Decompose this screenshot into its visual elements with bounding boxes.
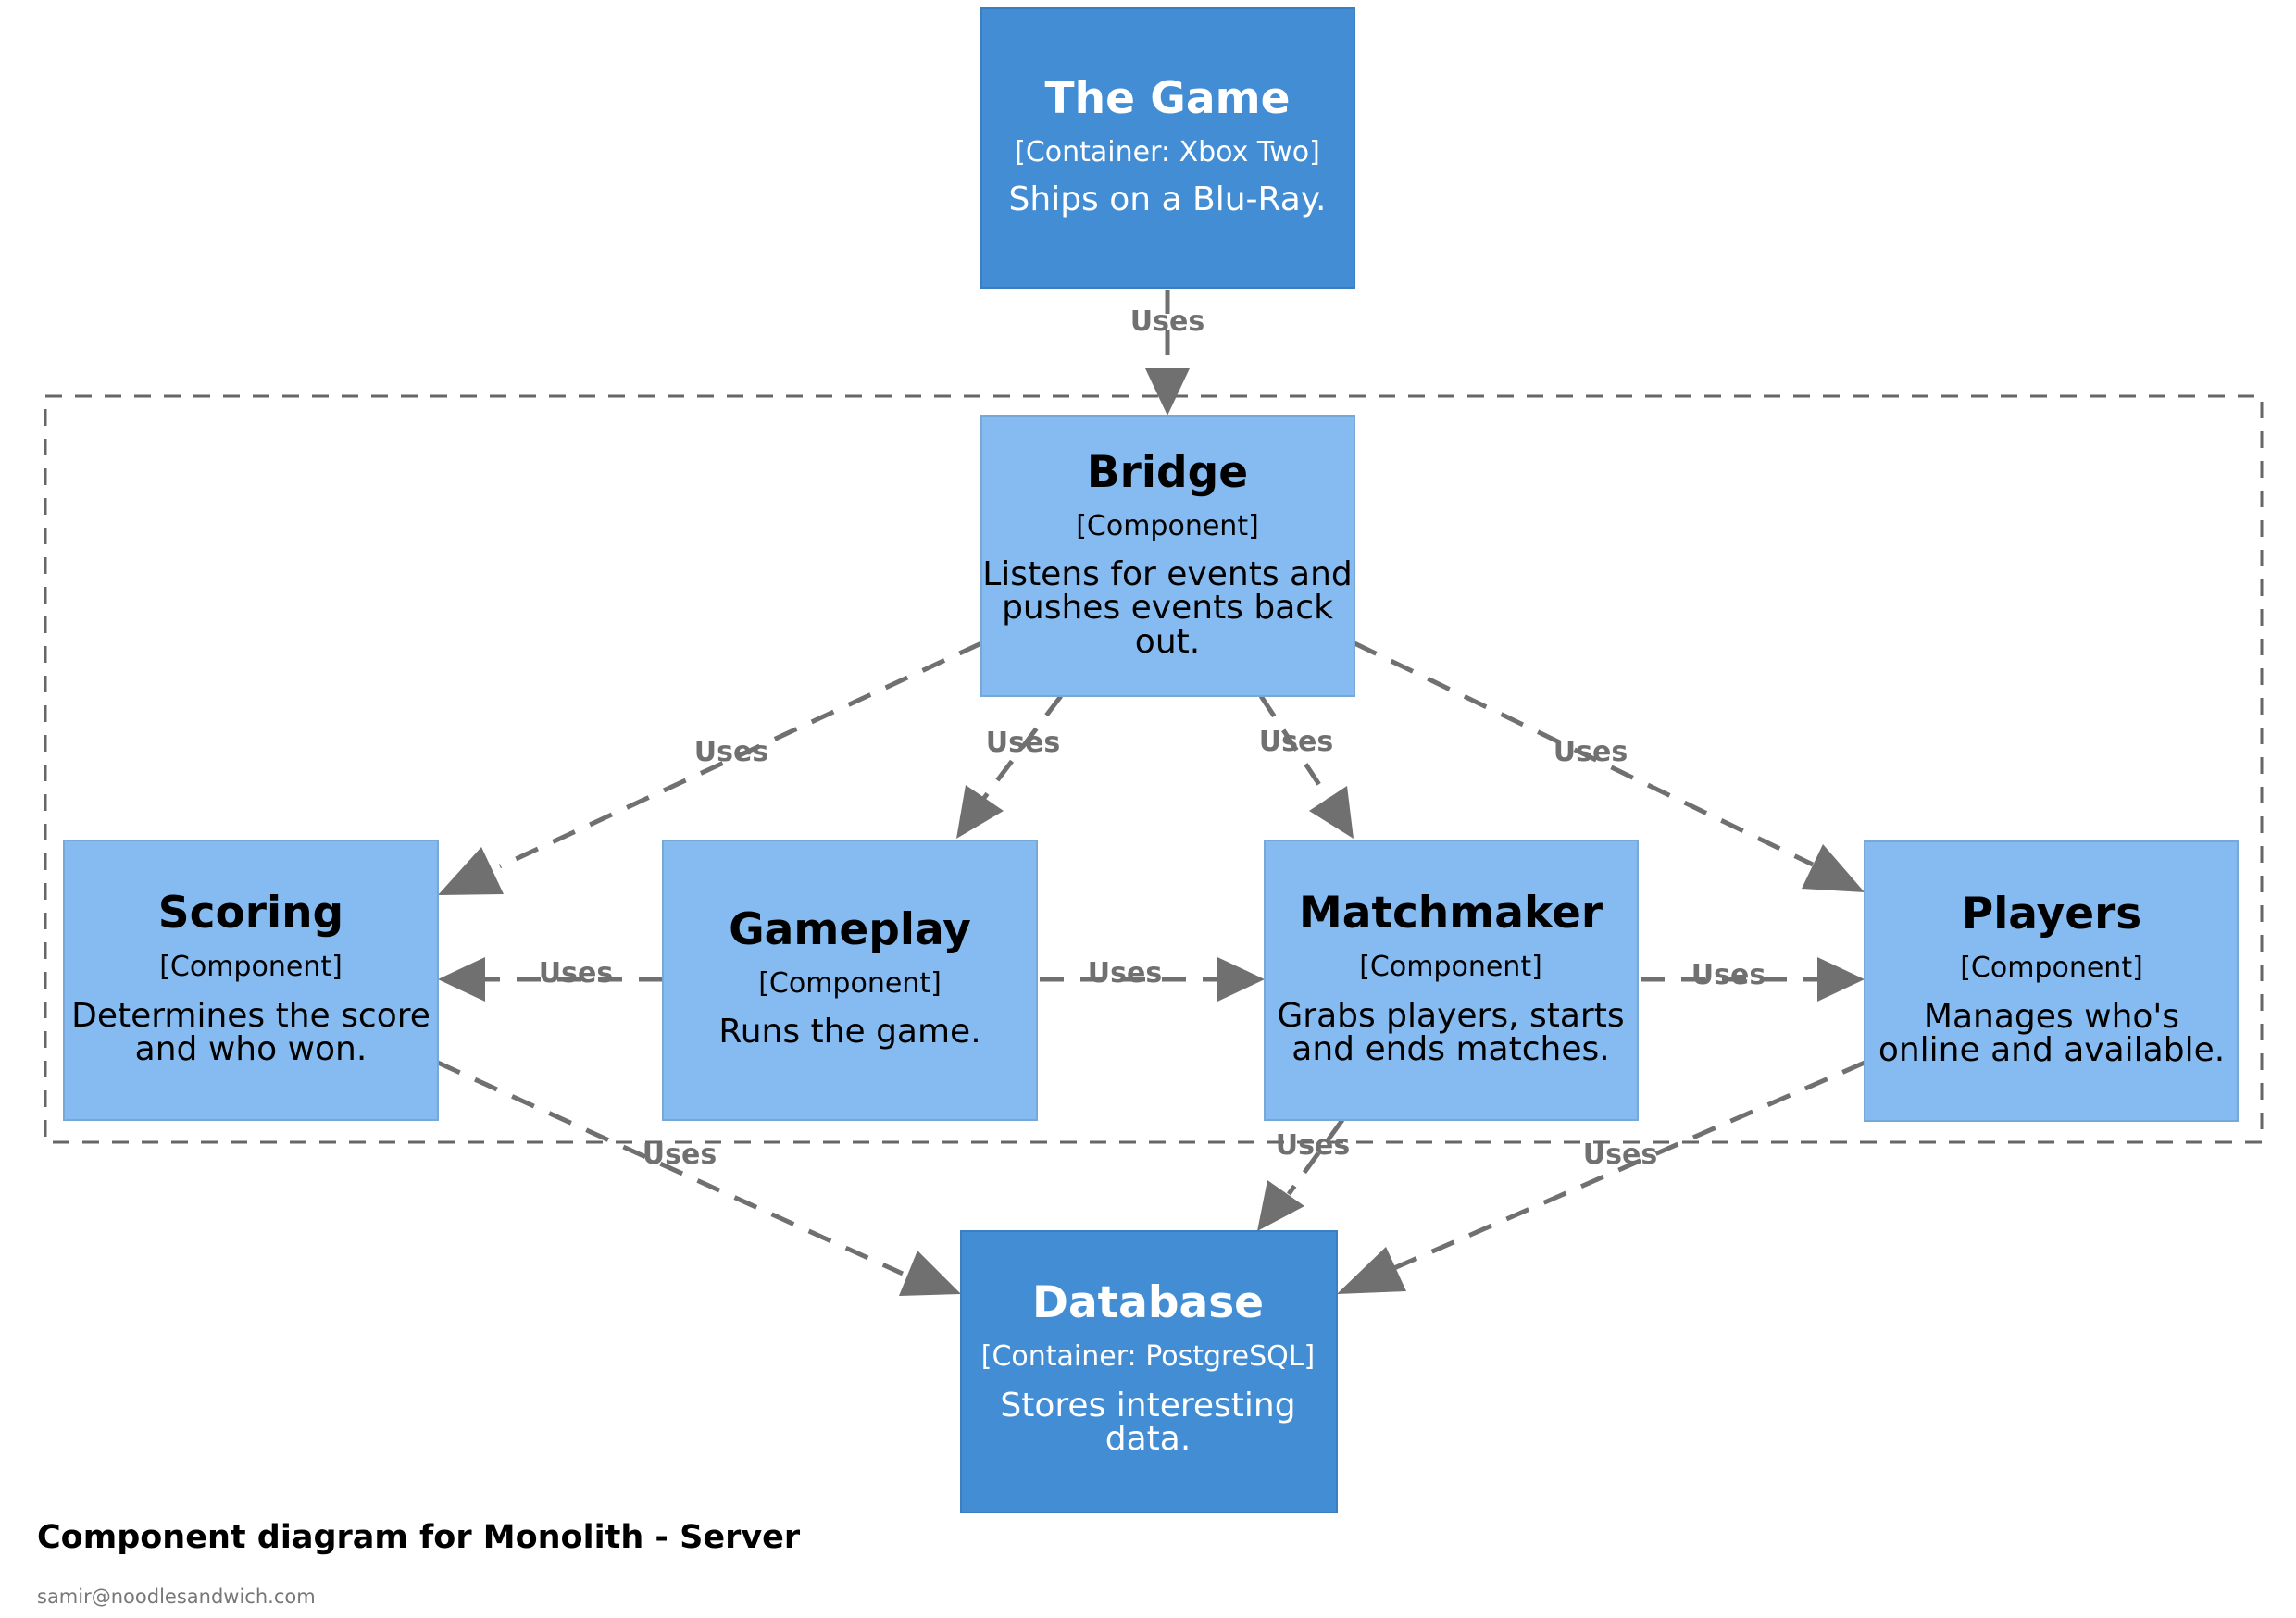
- node-the-game[interactable]: The Game [Container: Xbox Two] Ships on …: [980, 7, 1355, 289]
- edge-matchmaker-to-players: Uses: [1641, 957, 1865, 1002]
- edge-label: Uses: [1088, 957, 1162, 989]
- system-boundary: [44, 394, 2264, 1144]
- node-box: [960, 1230, 1338, 1513]
- node-box: [662, 840, 1038, 1121]
- arrowhead: [1802, 844, 1865, 892]
- node-description: Grabs players, starts: [1277, 997, 1624, 1035]
- arrowhead: [1145, 368, 1190, 416]
- edge-gameplay-to-matchmaker: Uses: [1040, 957, 1265, 1002]
- node-technology: [Component]: [1960, 952, 2143, 984]
- arrowhead: [1817, 957, 1865, 1002]
- node-description: Determines the score: [71, 997, 430, 1035]
- node-box: [980, 7, 1355, 289]
- node-database[interactable]: Database [Container: PostgreSQL] Stores …: [960, 1230, 1338, 1513]
- node-technology: [Container: Xbox Two]: [1015, 136, 1320, 168]
- edge-label: Uses: [1554, 736, 1628, 768]
- edge-label: Uses: [643, 1139, 717, 1171]
- node-box: [1264, 840, 1639, 1121]
- edge-bridge-to-matchmaker: Uses: [1258, 694, 1354, 839]
- edge-line: [1353, 641, 1815, 867]
- node-technology: [Component]: [1359, 951, 1542, 983]
- edge-bridge-to-players: Uses: [1353, 641, 1865, 892]
- edge-bridge-to-gameplay: Uses: [956, 694, 1063, 839]
- diagram-title: Component diagram for Monolith - Server: [37, 1519, 801, 1556]
- node-technology: [Container: PostgreSQL]: [981, 1340, 1315, 1373]
- arrowhead: [899, 1251, 961, 1296]
- edge-label: Uses: [1583, 1139, 1657, 1171]
- arrowhead: [956, 785, 1004, 839]
- edge-line: [436, 1060, 905, 1276]
- node-description: online and available.: [1878, 1031, 2225, 1069]
- node-technology: [Component]: [758, 967, 942, 1000]
- node-box: [1864, 840, 2239, 1122]
- node-technology: [Component]: [1076, 510, 1259, 542]
- edge-players-to-database: Uses: [1337, 1060, 1866, 1294]
- node-matchmaker[interactable]: Matchmaker [Component] Grabs players, st…: [1264, 840, 1639, 1121]
- edge-label: Uses: [1276, 1129, 1350, 1162]
- node-description: pushes events back: [1002, 589, 1333, 627]
- edge-line: [1392, 1060, 1866, 1271]
- node-title: Scoring: [158, 888, 343, 939]
- node-description: and ends matches.: [1292, 1030, 1609, 1068]
- edge-label: Uses: [986, 727, 1060, 759]
- node-bridge[interactable]: Bridge [Component] Listens for events an…: [980, 415, 1355, 697]
- node-gameplay[interactable]: Gameplay [Component] Runs the game.: [662, 840, 1038, 1121]
- edge-line: [1258, 694, 1333, 803]
- node-title: Bridge: [1087, 447, 1248, 498]
- node-box: [63, 840, 439, 1121]
- node-title: The Game: [1045, 73, 1291, 124]
- node-description: Runs the game.: [718, 1013, 980, 1051]
- edge-scoring-to-database: Uses: [436, 1060, 961, 1296]
- node-description: Listens for events and: [982, 555, 1353, 593]
- edge-label: Uses: [1130, 305, 1204, 338]
- edge-line: [498, 641, 983, 869]
- edge-line: [980, 694, 1063, 803]
- edge-line: [1286, 1118, 1345, 1196]
- arrowhead: [438, 957, 485, 1002]
- node-title: Database: [1032, 1277, 1264, 1328]
- arrowhead: [1217, 957, 1265, 1002]
- node-title: Gameplay: [729, 904, 971, 955]
- node-players[interactable]: Players [Component] Manages who's online…: [1864, 840, 2239, 1122]
- edge-label: Uses: [539, 957, 613, 989]
- node-description: Ships on a Blu-Ray.: [1009, 180, 1327, 218]
- edge-label: Uses: [1691, 959, 1766, 991]
- node-box: [980, 415, 1355, 697]
- arrowhead: [1257, 1180, 1304, 1231]
- node-description: and who won.: [135, 1030, 368, 1068]
- edge-label: Uses: [1259, 726, 1333, 758]
- node-title: Matchmaker: [1299, 888, 1603, 939]
- diagram-footer: samir@noodlesandwich.com: [37, 1586, 316, 1608]
- node-description: Manages who's: [1924, 998, 2179, 1036]
- node-description: data.: [1105, 1420, 1192, 1458]
- edge-layer: Uses Uses Uses Uses Uses Uses: [436, 290, 1866, 1296]
- node-title: Players: [1962, 889, 2142, 940]
- edge-matchmaker-to-database: Uses: [1257, 1118, 1350, 1231]
- node-technology: [Component]: [159, 951, 343, 983]
- arrowhead: [1309, 786, 1354, 839]
- edge-gameplay-to-scoring: Uses: [438, 957, 663, 1002]
- arrowhead: [438, 847, 504, 895]
- arrowhead: [1337, 1247, 1406, 1294]
- edge-bridge-to-scoring: Uses: [438, 641, 983, 895]
- edge-game-to-bridge: Uses: [1130, 290, 1204, 416]
- edge-label: Uses: [694, 736, 768, 768]
- node-description: Stores interesting: [1000, 1387, 1295, 1425]
- node-description: out.: [1135, 623, 1200, 661]
- node-scoring[interactable]: Scoring [Component] Determines the score…: [63, 840, 439, 1121]
